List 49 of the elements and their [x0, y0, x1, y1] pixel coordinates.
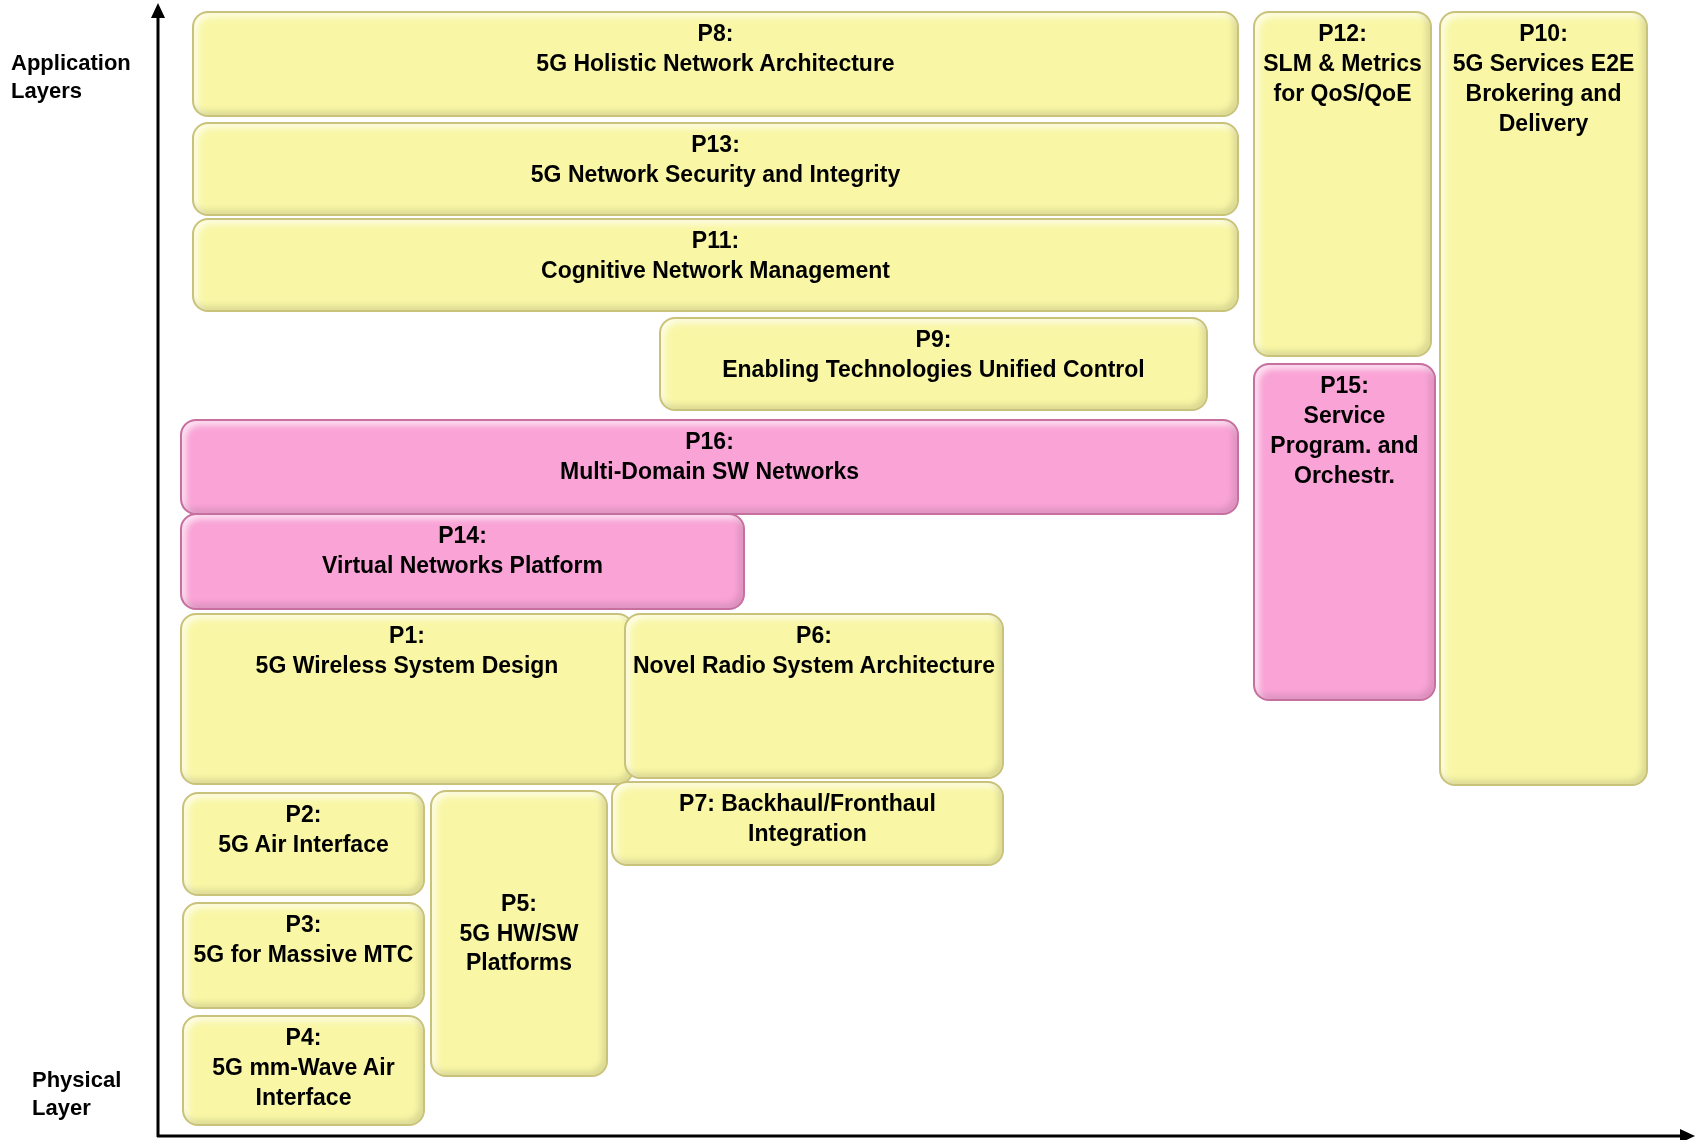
work-package-box: [180, 613, 634, 785]
package-title: Cognitive Network Management: [541, 255, 890, 285]
package-title: 5G Holistic Network Architecture: [536, 48, 895, 78]
package-title: Virtual Networks Platform: [322, 550, 603, 580]
package-title: Enabling Technologies Unified Control: [722, 354, 1145, 384]
package-number: P16:: [685, 427, 734, 456]
package-number: P11:: [691, 226, 740, 255]
package-number: P15:: [1320, 371, 1369, 400]
package-number: P2:: [285, 800, 322, 829]
work-package-box: [182, 1015, 425, 1126]
package-title: Service Program. and Orchestr.: [1269, 400, 1420, 490]
work-package-box: [659, 317, 1208, 411]
work-package-box: [430, 790, 608, 1077]
package-number: P4:: [285, 1023, 322, 1052]
work-package-box: [192, 122, 1239, 216]
package-number: P5:: [501, 888, 537, 918]
axis-label: Physical Layer: [32, 1066, 123, 1121]
axis-label: Application Layers: [11, 49, 132, 104]
package-title: 5G Wireless System Design: [255, 650, 559, 680]
package-title: SLM & Metrics for QoS/QoE: [1262, 48, 1423, 108]
package-number: P14:: [438, 521, 487, 550]
package-title: Novel Radio System Architecture: [632, 650, 996, 680]
package-number: P10:: [1519, 19, 1568, 48]
work-package-box: [1253, 11, 1432, 357]
package-title: 5G Services E2E Brokering and Delivery: [1451, 48, 1636, 138]
work-package-box: [192, 11, 1239, 117]
package-number: P1:: [389, 621, 425, 650]
package-number: P13:: [691, 130, 740, 159]
package-number: P8:: [697, 19, 734, 48]
package-number: P6:: [796, 621, 832, 650]
package-title: 5G Network Security and Integrity: [530, 159, 901, 189]
package-title: P7: Backhaul/Fronthaul Integration: [678, 789, 937, 848]
work-package-box: [192, 218, 1239, 312]
work-package-box: [1253, 363, 1436, 701]
package-title: 5G for Massive MTC: [193, 939, 414, 969]
work-package-box: [182, 792, 425, 896]
package-title: 5G mm-Wave Air Interface: [211, 1052, 396, 1112]
package-number: P12:: [1318, 19, 1367, 48]
package-title: 5G HW/SW Platforms: [458, 918, 580, 978]
package-title: Multi-Domain SW Networks: [560, 456, 859, 486]
work-package-box: [1439, 11, 1648, 786]
package-number: P9:: [915, 325, 952, 354]
package-title: 5G Air Interface: [218, 829, 389, 859]
work-package-box: [624, 613, 1004, 779]
package-number: P3:: [285, 910, 322, 939]
work-package-box: [180, 419, 1239, 515]
work-package-box: [611, 781, 1004, 866]
work-package-box: [180, 513, 745, 610]
work-package-box: [182, 902, 425, 1009]
